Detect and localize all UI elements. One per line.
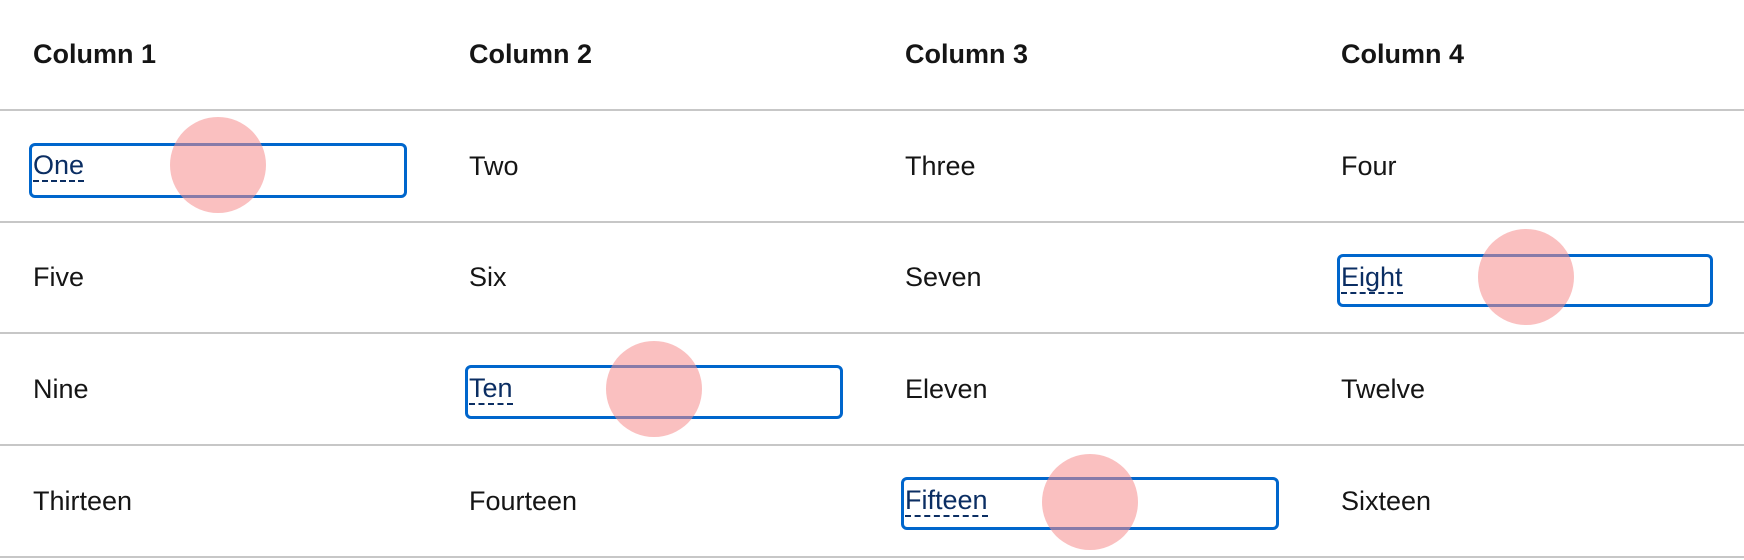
table-cell: Sixteen	[1341, 485, 1432, 516]
column-header-2[interactable]: Column 2	[469, 39, 593, 69]
column-header-3[interactable]: Column 3	[905, 39, 1029, 69]
column-header-1[interactable]: Column 1	[33, 39, 157, 69]
table-cell: Fourteen	[469, 485, 578, 516]
table-cell: Five	[33, 262, 85, 292]
table-cell: Eleven	[905, 373, 988, 404]
table-row: One Two Three Four	[0, 111, 1744, 223]
table-row: Nine Ten Eleven Twelve	[0, 334, 1744, 446]
table-row: Five Six Seven Eight	[0, 223, 1744, 334]
click-marker	[1042, 454, 1138, 550]
click-marker	[170, 117, 266, 213]
table-cell-link[interactable]: Eight	[1341, 261, 1403, 294]
click-marker	[606, 341, 702, 437]
table-cell: Three	[905, 150, 976, 181]
table-cell: Nine	[33, 373, 89, 404]
table-row: Thirteen Fourteen Fifteen Sixteen	[0, 446, 1744, 558]
click-marker	[1478, 229, 1574, 325]
table-cell-link[interactable]: One	[33, 150, 85, 182]
table-cell-link[interactable]: Fifteen	[905, 485, 988, 517]
column-header-4[interactable]: Column 4	[1341, 39, 1465, 69]
table-header-row: Column 1 Column 2 Column 3 Column 4	[0, 0, 1744, 111]
table-cell: Six	[469, 262, 507, 292]
table-cell: Four	[1341, 150, 1397, 181]
table-cell: Two	[469, 150, 519, 181]
table-cell: Twelve	[1341, 373, 1426, 404]
table-cell: Thirteen	[33, 485, 133, 516]
table-cell: Seven	[905, 262, 982, 292]
table-cell-link[interactable]: Ten	[469, 373, 513, 405]
